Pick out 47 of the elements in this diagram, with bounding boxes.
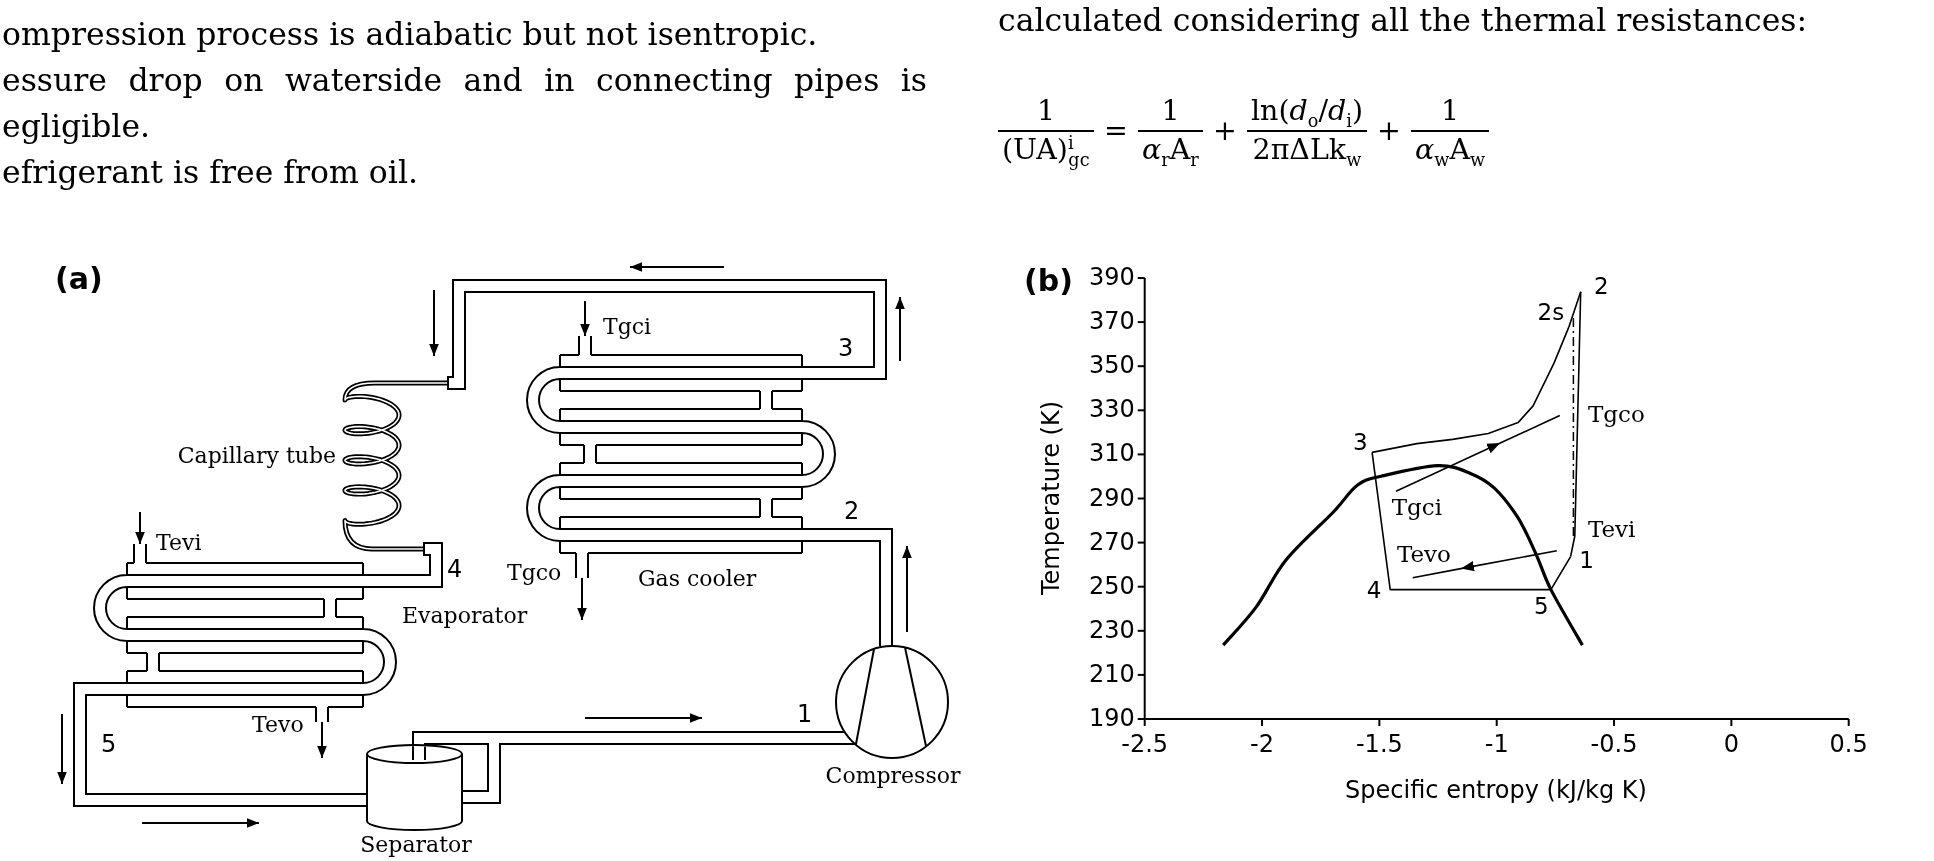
point-label: 1: [1579, 546, 1594, 573]
axis-title: Specific entropy (kJ/kg K): [1345, 777, 1647, 805]
equation-term: 2πΔLk$_{w}$: [1252, 134, 1362, 167]
equation-term: 1: [1161, 95, 1180, 128]
point-label: 5: [1533, 592, 1549, 620]
panel-label: (a): [55, 262, 103, 297]
line-label: Tgco: [1588, 400, 1645, 428]
plus-sign: +: [1213, 114, 1237, 148]
body-text: calculated considering all the thermal resistances:: [998, 1, 1808, 39]
tick-label: 270: [1088, 528, 1135, 557]
body-text: efrigerant is free from oil.: [2, 153, 418, 191]
equation-term: ln(d$_{o}$/d$_{i}$): [1251, 95, 1364, 128]
tick-label: 330: [1088, 396, 1135, 425]
tick-label: 250: [1088, 572, 1135, 601]
line-label: Tevi: [1587, 515, 1636, 542]
tick-label: -2: [1250, 731, 1274, 759]
component-label: Evaporator: [402, 603, 528, 629]
tick-label: 210: [1088, 661, 1135, 689]
component-label: Separator: [360, 832, 472, 858]
component-label: Gas cooler: [638, 566, 757, 592]
point-label: 3: [1353, 428, 1368, 456]
component-label: Capillary tube: [177, 443, 336, 469]
tick-label: 290: [1088, 484, 1135, 513]
equation-term: 1: [1441, 95, 1460, 128]
tick-label: 370: [1088, 308, 1135, 336]
plus-sign: +: [1377, 114, 1401, 148]
tick-label: 310: [1088, 440, 1135, 469]
tick-label: 390: [1088, 264, 1135, 292]
tick-label: 0: [1723, 731, 1739, 759]
equals-sign: =: [1104, 114, 1128, 148]
tick-label: 350: [1088, 352, 1135, 380]
tick-label: 230: [1088, 617, 1135, 645]
equation-term: 1: [1037, 95, 1056, 128]
tick-label: -0.5: [1590, 731, 1638, 759]
point-label: 2: [1594, 272, 1609, 299]
tick-label: 190: [1088, 705, 1135, 733]
body-text: ompression process is adiabatic but not isentropic.: [2, 15, 818, 53]
tick-label: -2.5: [1121, 731, 1169, 759]
tick-label: -1: [1484, 731, 1509, 759]
tick-label: 0.5: [1829, 731, 1868, 759]
body-text: essure drop on waterside and in connecting pipes is egligible.: [2, 61, 927, 146]
axis-title: Temperature (K): [1038, 400, 1066, 596]
tick-label: -1.5: [1355, 731, 1403, 759]
equation-term: α$_{r}$A$_{r}$: [1142, 134, 1199, 167]
component-label: Compressor: [825, 763, 961, 789]
panel-label: (b): [1024, 264, 1073, 299]
equation-term: α$_{w}$A$_{w}$: [1415, 134, 1486, 167]
